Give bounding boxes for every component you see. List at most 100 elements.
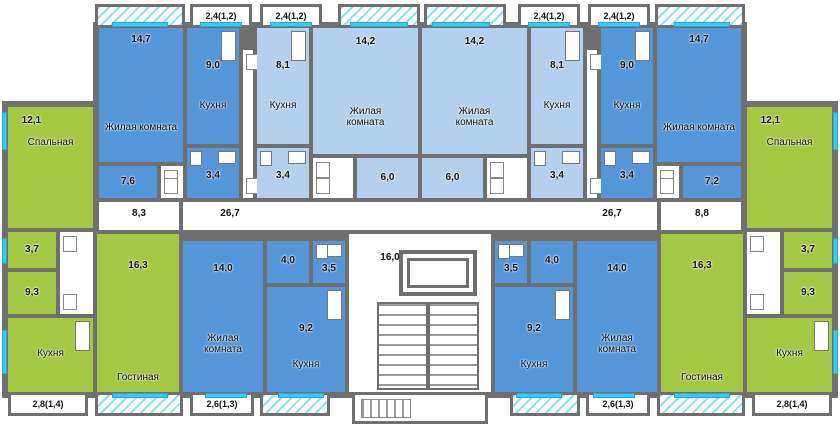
apt-a-bathroom: 3,4 (187, 148, 239, 198)
room-area: 8,1 (550, 60, 564, 71)
apt-d-kitchen: 9,0 Кухня (601, 28, 653, 144)
hall-area-left: 8,3 (132, 208, 146, 219)
room-area: 16,3 (128, 260, 148, 271)
apt-c-hall: 6,0 (422, 158, 483, 198)
window (674, 393, 730, 398)
room-area: 3,7 (25, 244, 39, 255)
window (598, 22, 640, 27)
apt-c-kitchen: 8,1 Кухня (531, 28, 583, 144)
window (112, 22, 168, 27)
room-area: 6,0 (380, 172, 395, 183)
window (2, 112, 7, 150)
apt-b-wc-fixtures (313, 158, 353, 198)
window (833, 238, 838, 264)
room-label: Кухня (543, 100, 571, 111)
room-label: Гостиная (117, 372, 159, 383)
window (593, 393, 635, 398)
room-label: Спальная (27, 137, 74, 148)
room-area: 3,4 (550, 170, 564, 181)
room-area: 8,1 (276, 60, 290, 71)
room-label: Жилая комната (204, 333, 242, 355)
room-area: 9,3 (25, 287, 39, 298)
window (270, 22, 312, 27)
apt-e-kitchen: 9,2 Кухня (267, 287, 345, 392)
room-area: 3,4 (276, 170, 290, 181)
window (200, 22, 242, 27)
room-area: 9,2 (527, 323, 541, 334)
balcony-green-right: 2,8(1,4) (752, 392, 832, 416)
green-left-bedroom: 12,1 Спальная (8, 107, 93, 228)
staircase (377, 302, 479, 390)
green-right-lounge: 16,3 Гостиная (661, 234, 743, 392)
room-area: 16,3 (692, 260, 712, 271)
utility-shaft (587, 50, 604, 198)
room-label: Кухня (199, 100, 227, 111)
apt-f-kitchen: 9,2 Кухня (495, 287, 573, 392)
room-area: 14,2 (464, 36, 485, 47)
room-area: 9,2 (299, 323, 313, 334)
balcony-area: 2,4(1,2) (203, 11, 239, 21)
green-right-bedroom: 12,1 Спальная (747, 107, 832, 228)
room-area: 4,0 (545, 255, 559, 266)
green-right-kitchen: Кухня (747, 318, 832, 392)
apt-f-living-room: 14,0 Жилая комната (577, 241, 657, 392)
green-left-bathroom: 9,3 (8, 272, 56, 314)
room-label: Кухня (520, 359, 548, 370)
room-label: Кухня (269, 100, 297, 111)
apt-c-living-room: 14,2 Жилая комната (422, 28, 527, 154)
room-area: 12,1 (21, 115, 42, 126)
corridor-wall (657, 202, 661, 230)
apt-d-wc-fixtures (657, 166, 679, 198)
apt-a-living-room: 14,7 Жилая комната (99, 28, 183, 162)
corridor-wall (179, 202, 183, 230)
room-area: 14,0 (213, 263, 233, 274)
lobby-area: 16,0 (380, 252, 400, 263)
apt-b-kitchen: 8,1 Кухня (257, 28, 309, 144)
room-area: 4,0 (281, 255, 295, 266)
green-left-kitchen: Кухня (8, 318, 93, 392)
apt-d-living-room: 14,7 Жилая комната (657, 28, 741, 162)
green-right-wc: 3,7 (784, 232, 832, 268)
room-area: 3,4 (620, 170, 634, 181)
apt-d-hall: 7,2 (683, 166, 741, 198)
room-area: 9,3 (801, 287, 815, 298)
corridor (99, 202, 741, 230)
green-left-wc-fixtures (60, 232, 93, 314)
window (432, 22, 490, 27)
balcony-area: 2,8(1,4) (30, 399, 66, 409)
apt-c-bathroom: 3,4 (531, 148, 583, 198)
balcony-area: 2,4(1,2) (531, 11, 567, 21)
apt-d-bathroom: 3,4 (601, 148, 653, 198)
utility-shaft (243, 50, 260, 198)
apt-f-bathroom: 3,5 (495, 241, 527, 283)
room-label: Жилая комната (455, 106, 494, 128)
room-label: Спальная (766, 137, 813, 148)
room-area: 14,0 (607, 263, 627, 274)
window (833, 112, 838, 150)
window (350, 22, 408, 27)
balcony-area: 2,8(1,4) (774, 399, 810, 409)
balcony-green-left: 2,8(1,4) (8, 392, 88, 416)
apt-e-hall: 4,0 (267, 241, 309, 283)
room-label: Жилая комната (346, 106, 385, 128)
window (674, 22, 730, 27)
room-label: Жилая комната (104, 122, 178, 133)
entrance-steps (361, 399, 411, 418)
room-label: Жилая комната (662, 122, 736, 133)
window (112, 393, 168, 398)
room-area: 3,5 (322, 263, 336, 274)
entrance-porch (352, 392, 488, 424)
room-label: Кухня (613, 100, 641, 111)
apt-b-bathroom: 3,4 (257, 148, 309, 198)
window (2, 330, 7, 374)
balcony-area: 2,4(1,2) (273, 11, 309, 21)
balcony-area: 2,6(1,3) (600, 399, 636, 409)
corridor-area-left: 26,7 (220, 208, 240, 219)
balcony-area: 2,4(1,2) (601, 11, 637, 21)
apt-a-kitchen: 9,0 Кухня (187, 28, 239, 144)
room-area: 7,2 (705, 176, 719, 187)
green-left-lounge: 16,3 Гостиная (97, 234, 179, 392)
window (278, 393, 324, 398)
room-label: Кухня (292, 359, 320, 370)
